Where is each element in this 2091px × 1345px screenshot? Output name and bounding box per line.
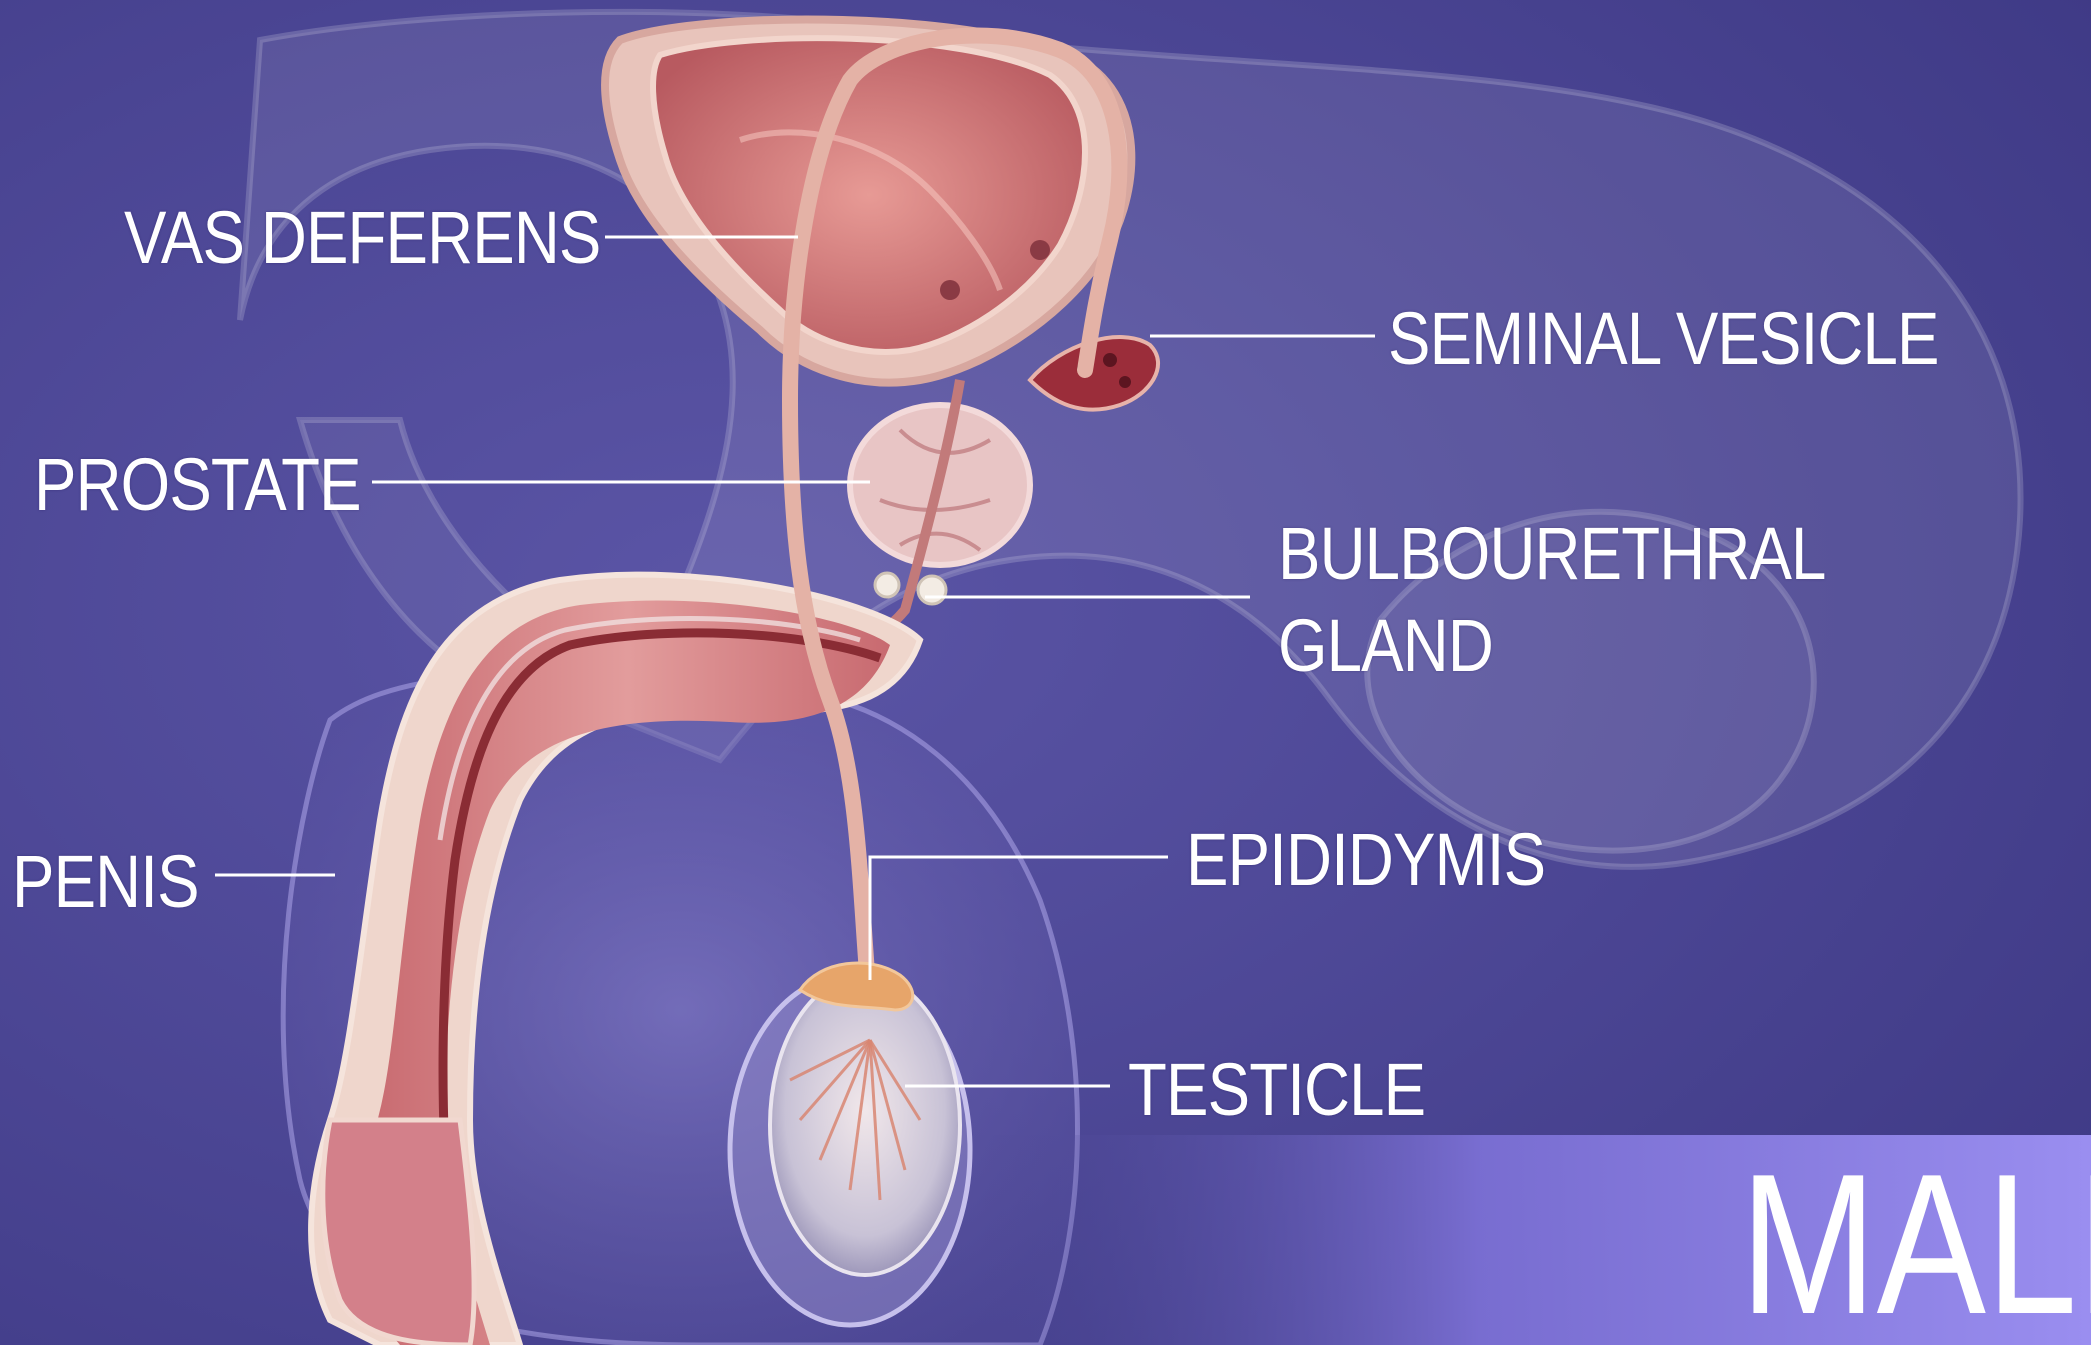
label-bulbourethral-line1: BULBOURETHRAL	[1278, 512, 1826, 596]
label-prostate: PROSTATE	[34, 443, 361, 527]
label-epididymis: EPIDIDYMIS	[1186, 818, 1545, 902]
label-vas-deferens: VAS DEFERENS	[124, 196, 601, 280]
label-penis: PENIS	[12, 840, 199, 924]
label-testicle: TESTICLE	[1128, 1048, 1425, 1132]
label-bulbourethral-line2: GLAND	[1278, 604, 1493, 688]
label-seminal-vesicle: SEMINAL VESICLE	[1388, 297, 1939, 381]
figure-title: MALE	[1740, 1145, 2091, 1345]
